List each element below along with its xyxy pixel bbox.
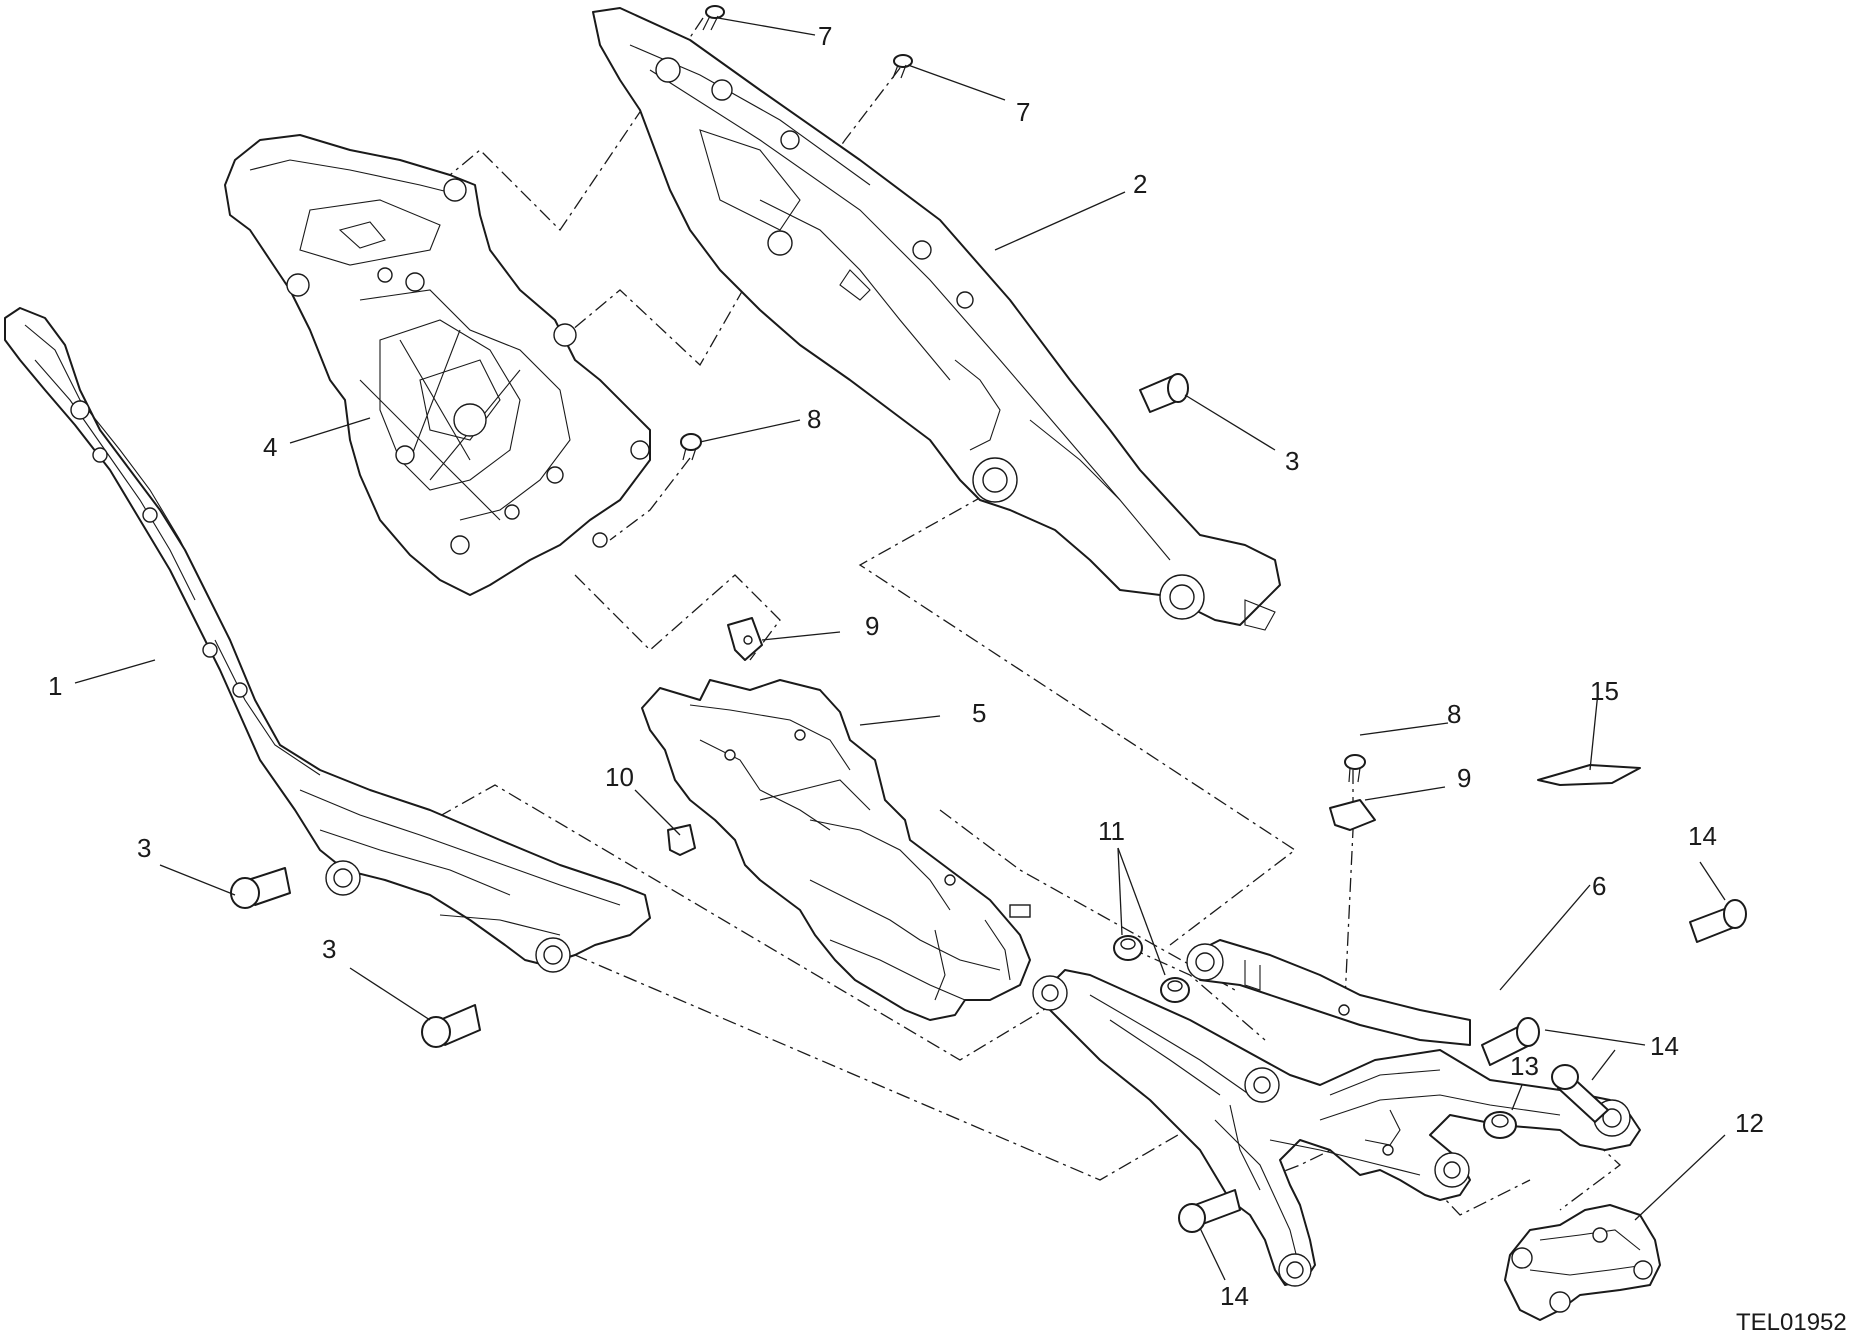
part-5-tray — [641, 679, 1031, 1021]
hardware — [230, 5, 1747, 1233]
part-12-bracket — [1504, 1204, 1661, 1321]
callout-4: 4 — [263, 432, 277, 462]
label-plate-15 — [1537, 764, 1641, 786]
callout-14: 14 — [1650, 1031, 1679, 1061]
part-4-upper-bracket — [224, 134, 651, 596]
callout-15: 15 — [1590, 676, 1619, 706]
callout-14: 14 — [1220, 1281, 1249, 1311]
part-2-rear-rail — [592, 7, 1281, 631]
callout-7: 7 — [818, 21, 832, 51]
bushing-11a — [1113, 935, 1143, 961]
screw-7-top — [702, 5, 725, 31]
screw-14-top-right — [1689, 899, 1747, 943]
callout-13: 13 — [1510, 1051, 1539, 1081]
clip-9-right — [1329, 799, 1376, 831]
callout-3: 3 — [137, 833, 151, 863]
callout-8: 8 — [807, 404, 821, 434]
screw-3-right — [1139, 373, 1189, 413]
callout-7: 7 — [1016, 97, 1030, 127]
leader-lines — [74, 17, 1726, 1281]
callout-8: 8 — [1447, 699, 1461, 729]
callouts: 7 7 2 3 4 8 9 1 5 10 3 3 11 8 9 6 15 14 … — [48, 21, 1764, 1311]
callout-10: 10 — [605, 762, 634, 792]
screw-14-lower-right — [1551, 1064, 1609, 1123]
screw-7-right — [892, 54, 913, 79]
callout-5: 5 — [972, 698, 986, 728]
screw-14-middle — [1481, 1017, 1540, 1066]
callout-2: 2 — [1133, 169, 1147, 199]
callout-1: 1 — [48, 671, 62, 701]
clip-10 — [667, 824, 696, 856]
callout-11: 11 — [1098, 816, 1125, 846]
callout-12: 12 — [1735, 1108, 1764, 1138]
part-6-lower-frame — [1032, 939, 1641, 1287]
callout-3: 3 — [322, 934, 336, 964]
bushing-11b — [1160, 977, 1190, 1003]
screw-3-left-lower — [421, 1004, 481, 1048]
screw-8-right — [1344, 754, 1366, 783]
screw-14-bottom-left — [1178, 1189, 1241, 1233]
callout-3: 3 — [1285, 446, 1299, 476]
screw-3-left-upper — [230, 867, 291, 909]
callout-9: 9 — [865, 611, 879, 641]
callout-14: 14 — [1688, 821, 1717, 851]
reference-code: TEL01952 — [1736, 1309, 1847, 1336]
callout-9: 9 — [1457, 763, 1471, 793]
callout-6: 6 — [1592, 871, 1606, 901]
part-1-side-rail — [4, 307, 651, 973]
screw-8-top — [680, 433, 702, 461]
clip-9-top — [727, 617, 763, 661]
bushing-13 — [1483, 1111, 1517, 1139]
